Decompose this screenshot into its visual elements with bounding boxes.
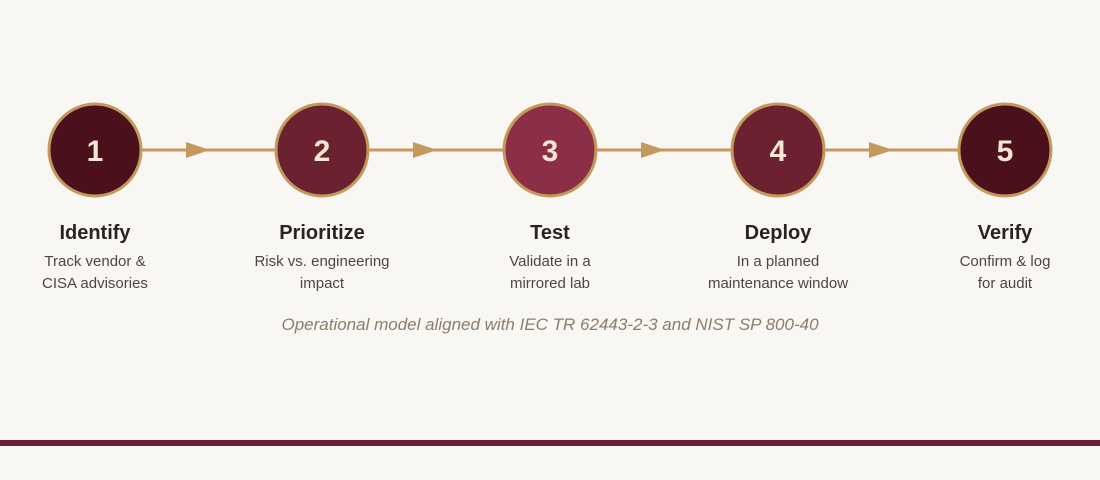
step-number-2: 2	[314, 135, 331, 168]
step-circle-5	[957, 102, 1053, 198]
connectors	[141, 142, 959, 158]
step-label-5: Verify Confirm & log for audit	[915, 221, 1095, 295]
step-description-1: Track vendor & CISA advisories	[5, 251, 185, 295]
step-title-5: Verify	[977, 222, 1033, 244]
step-description-3-line-2: mirrored lab	[509, 275, 591, 292]
arrowhead-1-2	[186, 142, 210, 158]
arrowhead-4-5	[869, 142, 893, 158]
arrowhead-3-4	[641, 142, 665, 158]
step-description-1-line-2: CISA advisories	[42, 275, 148, 292]
step-circle-3	[502, 102, 598, 198]
step-label-2: Prioritize Risk vs. engineering impact	[232, 221, 412, 295]
step-number-5: 5	[997, 135, 1014, 168]
step-description-4-line-1: In a planned	[736, 253, 820, 270]
step-node-2: 2	[274, 102, 370, 198]
step-circle-4	[730, 102, 826, 198]
step-number-3: 3	[542, 135, 559, 168]
step-description-4-line-2: maintenance window	[707, 275, 849, 292]
step-node-1: 1	[47, 102, 143, 198]
step-description-2-line-1: Risk vs. engineering	[254, 253, 390, 270]
step-description-3: Validate in a mirrored lab	[460, 251, 640, 295]
step-label-3: Test Validate in a mirrored lab	[460, 221, 640, 295]
step-description-3-line-1: Validate in a	[509, 253, 591, 270]
step-title-4: Deploy	[744, 222, 812, 244]
step-node-5: 5	[957, 102, 1053, 198]
step-node-4: 4	[730, 102, 826, 198]
footnote-caption: Operational model aligned with IEC TR 62…	[281, 315, 819, 334]
step-circle-2	[274, 102, 370, 198]
step-label-4: Deploy In a planned maintenance window	[688, 221, 868, 295]
step-title-3: Test	[530, 222, 570, 244]
step-description-4: In a planned maintenance window	[688, 251, 868, 295]
step-description-5-line-2: for audit	[977, 275, 1033, 292]
step-title-2: Prioritize	[279, 222, 365, 244]
step-description-2: Risk vs. engineering impact	[232, 251, 412, 295]
step-description-2-line-2: impact	[299, 275, 345, 292]
step-node-3: 3	[502, 102, 598, 198]
step-description-1-line-1: Track vendor &	[44, 253, 146, 270]
step-number-4: 4	[770, 135, 787, 168]
step-description-5-line-1: Confirm & log	[959, 253, 1051, 270]
step-number-1: 1	[87, 135, 104, 168]
step-circle-1	[47, 102, 143, 198]
bottom-rule	[0, 440, 1100, 446]
step-title-1: Identify	[59, 222, 131, 244]
arrowhead-2-3	[413, 142, 437, 158]
step-description-5: Confirm & log for audit	[915, 251, 1095, 295]
step-label-1: Identify Track vendor & CISA advisories	[5, 221, 185, 295]
